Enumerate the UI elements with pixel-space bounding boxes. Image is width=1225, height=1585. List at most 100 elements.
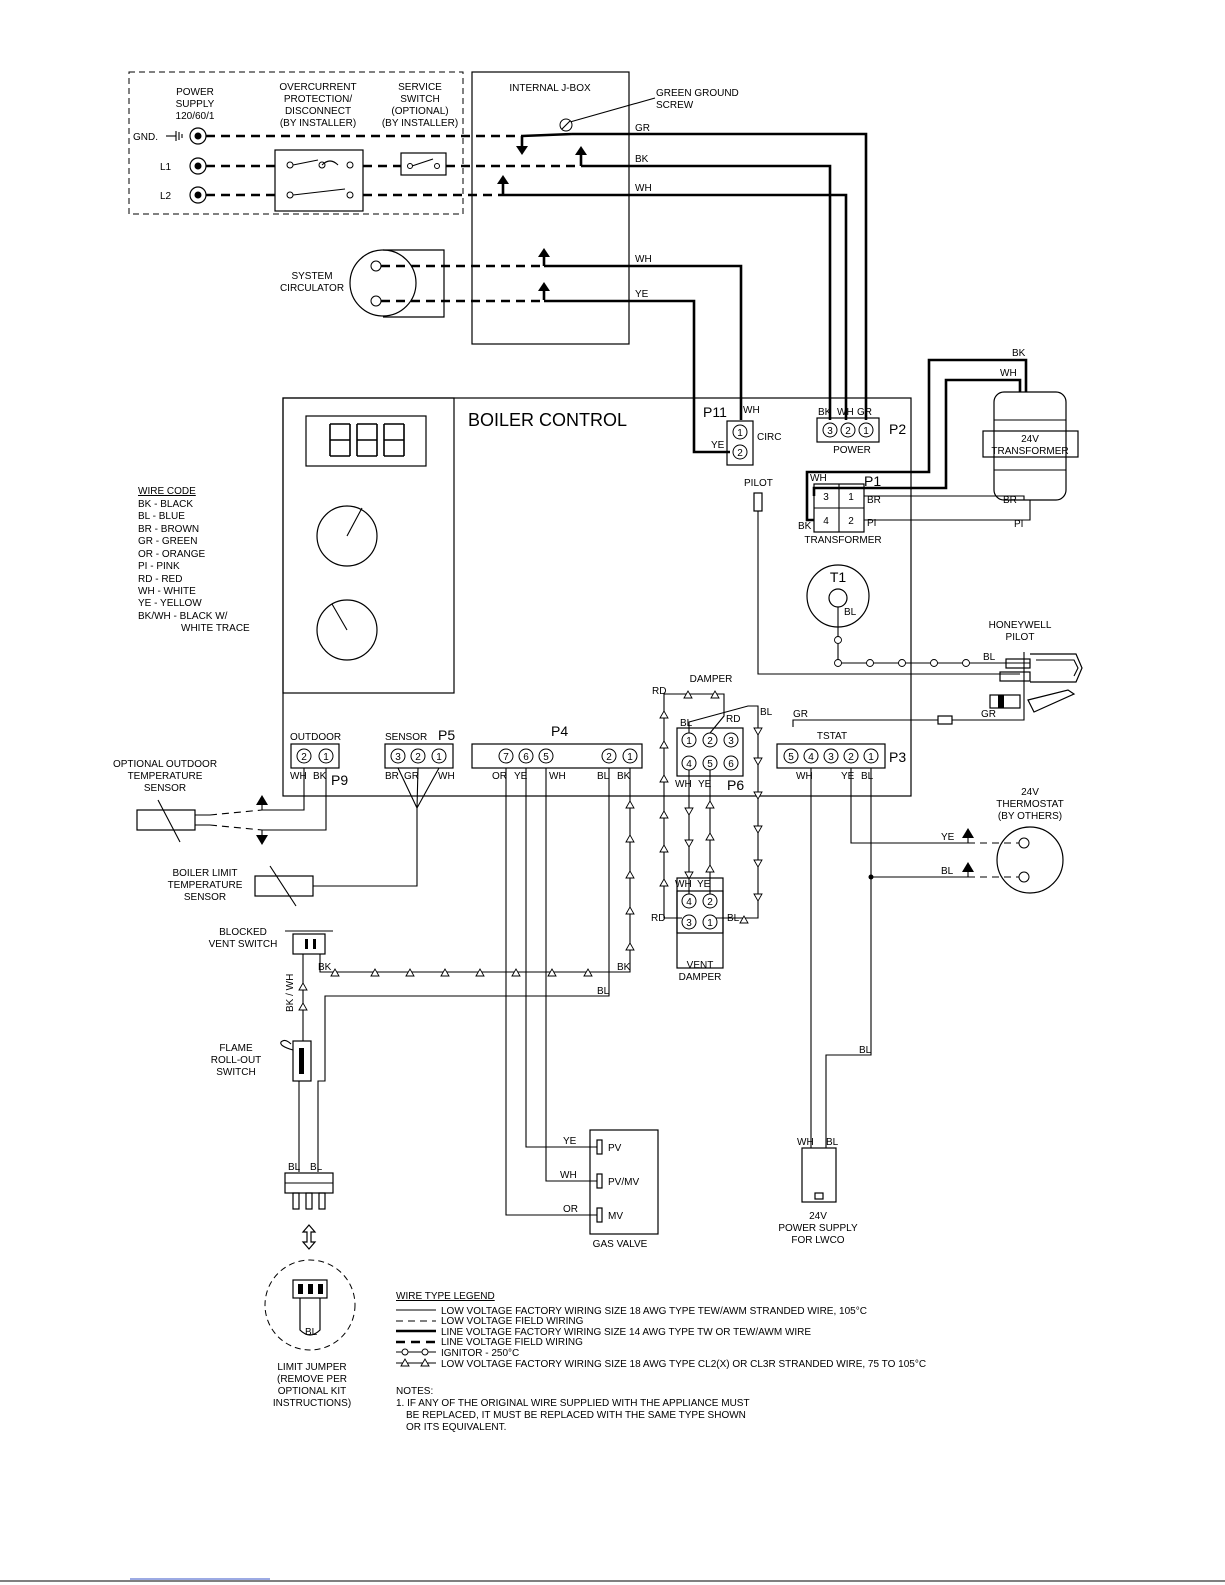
seven-segment-digits xyxy=(329,423,405,457)
service-switch-label-1: SERVICE xyxy=(398,82,442,93)
service-switch-box xyxy=(400,152,447,176)
svg-text:1: 1 xyxy=(686,736,692,747)
circ-label: CIRC xyxy=(757,432,781,443)
double-arrow-icon xyxy=(301,1224,317,1250)
disconnect-switches xyxy=(286,159,354,199)
outdoor-sensor-label-2: TEMPERATURE xyxy=(128,771,203,782)
svg-text:BL: BL xyxy=(288,1162,301,1173)
gas-valve-ye-wire xyxy=(525,768,597,1148)
limit-connector xyxy=(284,1172,334,1210)
svg-text:4: 4 xyxy=(686,759,692,770)
svg-text:WH: WH xyxy=(675,779,692,790)
svg-text:BK / WH: BK / WH xyxy=(285,974,296,1012)
wire-code-list: WIRE CODE BK - BLACK BL - BLUE BR - BROW… xyxy=(138,486,250,634)
svg-text:WH: WH xyxy=(1000,368,1017,379)
svg-text:1: 1 xyxy=(323,752,329,763)
svg-text:GR - GREEN: GR - GREEN xyxy=(138,536,197,547)
blocked-vent-label-1: BLOCKED xyxy=(219,927,267,938)
svg-text:BL - BLUE: BL - BLUE xyxy=(138,511,185,522)
transformer-connector-label: TRANSFORMER xyxy=(804,535,881,546)
p3-connector xyxy=(776,743,886,769)
svg-text:YE - YELLOW: YE - YELLOW xyxy=(138,598,202,609)
svg-text:OR ITS EQUIVALENT.: OR ITS EQUIVALENT. xyxy=(406,1422,506,1433)
svg-text:4: 4 xyxy=(808,752,814,763)
bl-return-wire xyxy=(324,768,610,1041)
svg-text:WH: WH xyxy=(810,473,827,484)
power-supply-label-3: 120/60/1 xyxy=(176,111,215,122)
power-label: POWER xyxy=(833,445,871,456)
svg-text:GR: GR xyxy=(857,407,872,418)
svg-text:BK: BK xyxy=(313,771,327,782)
svg-text:1. IF ANY OF THE ORIGINAL WIRE: 1. IF ANY OF THE ORIGINAL WIRE SUPPLIED … xyxy=(396,1398,750,1409)
svg-text:2: 2 xyxy=(415,752,421,763)
svg-text:4: 4 xyxy=(686,897,692,908)
svg-text:2: 2 xyxy=(848,516,854,527)
supply-terminals xyxy=(189,127,207,204)
gr-wire-label: GR xyxy=(635,123,650,134)
svg-text:1: 1 xyxy=(627,752,633,763)
svg-text:PI - PINK: PI - PINK xyxy=(138,561,180,572)
svg-text:BR: BR xyxy=(385,771,399,782)
svg-text:4: 4 xyxy=(823,516,829,527)
limit-sensor-label-2: TEMPERATURE xyxy=(168,880,243,891)
svg-text:BK: BK xyxy=(1012,348,1026,359)
notes-title: NOTES: xyxy=(396,1386,433,1397)
svg-text:LOW VOLTAGE FIELD WIRING: LOW VOLTAGE FIELD WIRING xyxy=(441,1316,584,1327)
circulator-label-2: CIRCULATOR xyxy=(280,283,344,294)
limit-sensor-label-1: BOILER LIMIT xyxy=(172,868,237,879)
svg-text:6: 6 xyxy=(523,752,529,763)
svg-text:2: 2 xyxy=(737,448,743,459)
svg-text:BL: BL xyxy=(941,866,954,877)
svg-text:WH: WH xyxy=(743,405,760,416)
p11-label: P11 xyxy=(703,404,727,420)
svg-text:3: 3 xyxy=(686,918,692,929)
svg-text:BL: BL xyxy=(305,1327,318,1338)
svg-text:YE: YE xyxy=(711,440,725,451)
limit-jumper-label-4: INSTRUCTIONS) xyxy=(273,1398,351,1409)
svg-text:1: 1 xyxy=(707,918,713,929)
outdoor-sensor-label-1: OPTIONAL OUTDOOR xyxy=(113,759,217,770)
boiler-control-title: BOILER CONTROL xyxy=(468,410,627,430)
outdoor-sensor xyxy=(136,799,210,843)
svg-text:WH: WH xyxy=(560,1170,577,1181)
ground-screw xyxy=(559,118,573,132)
svg-text:1: 1 xyxy=(868,752,874,763)
display-panel xyxy=(282,397,455,694)
svg-text:7: 7 xyxy=(503,752,509,763)
service-switch-label-3: (OPTIONAL) xyxy=(391,106,448,117)
transformer-label-2: TRANSFORMER xyxy=(991,446,1068,457)
lwco-label-3: FOR LWCO xyxy=(791,1235,844,1246)
svg-text:YE: YE xyxy=(841,771,855,782)
svg-text:BL: BL xyxy=(859,1045,872,1056)
pilot-ground-wire xyxy=(757,511,1020,675)
p2-label: P2 xyxy=(889,421,906,437)
svg-text:3: 3 xyxy=(828,752,834,763)
overcurrent-label-3: DISCONNECT xyxy=(285,106,351,117)
svg-text:1: 1 xyxy=(863,426,869,437)
mv-label: MV xyxy=(608,1211,623,1222)
svg-text:BK - BLACK: BK - BLACK xyxy=(138,499,193,510)
svg-text:LOW VOLTAGE FACTORY WIRING SIZ: LOW VOLTAGE FACTORY WIRING SIZE 18 AWG T… xyxy=(441,1359,926,1370)
svg-text:WH - WHITE: WH - WHITE xyxy=(138,586,196,597)
svg-text:BL: BL xyxy=(826,1137,839,1148)
overcurrent-label-4: (BY INSTALLER) xyxy=(280,118,356,129)
tstat-bl-wire xyxy=(870,768,968,878)
thermostat-label-1: 24V xyxy=(1021,787,1039,798)
tstat-ye-wire xyxy=(850,768,968,844)
svg-text:5: 5 xyxy=(788,752,794,763)
svg-text:1: 1 xyxy=(737,428,743,439)
gas-valve-wh-wire xyxy=(545,768,597,1182)
svg-text:WH: WH xyxy=(290,771,307,782)
power-supply-label-1: POWER xyxy=(176,87,214,98)
svg-text:LINE VOLTAGE FACTORY WIRING SI: LINE VOLTAGE FACTORY WIRING SIZE 14 AWG … xyxy=(441,1327,811,1338)
p9-label: P9 xyxy=(331,772,348,788)
service-switch-label-2: SWITCH xyxy=(400,94,439,105)
svg-text:BE REPLACED, IT MUST BE REPLAC: BE REPLACED, IT MUST BE REPLACED WITH TH… xyxy=(406,1410,746,1421)
svg-text:BL: BL xyxy=(844,607,857,618)
circulator-label-1: SYSTEM xyxy=(291,271,332,282)
p4-connector xyxy=(471,743,643,769)
transformer-label-1: 24V xyxy=(1021,434,1039,445)
circ-ye-wire xyxy=(544,299,730,454)
transformer-br-wire xyxy=(864,495,1025,500)
system-circulator xyxy=(349,249,445,318)
